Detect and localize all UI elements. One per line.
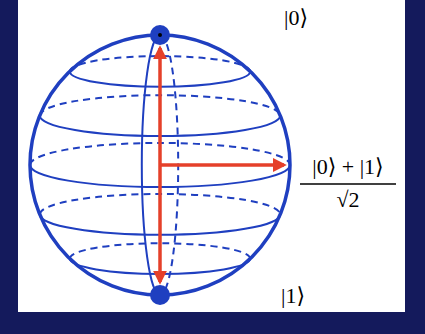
state-arrow	[160, 163, 284, 167]
fraction-bar	[300, 183, 396, 185]
ket-label: |0⟩	[284, 6, 308, 30]
meridian-line	[142, 35, 160, 295]
pole-dot	[150, 285, 170, 305]
fraction-numerator: |0⟩ + |1⟩	[312, 155, 383, 179]
state-arrow	[158, 165, 162, 282]
fraction-denominator: √2	[336, 188, 359, 212]
sphere	[30, 35, 290, 295]
pole-dot	[150, 25, 170, 45]
ket-label: |1⟩	[281, 284, 305, 308]
white-panel	[18, 0, 405, 312]
pole-dot	[158, 33, 162, 37]
state-arrow	[158, 48, 162, 165]
sphere-outline	[30, 35, 290, 295]
